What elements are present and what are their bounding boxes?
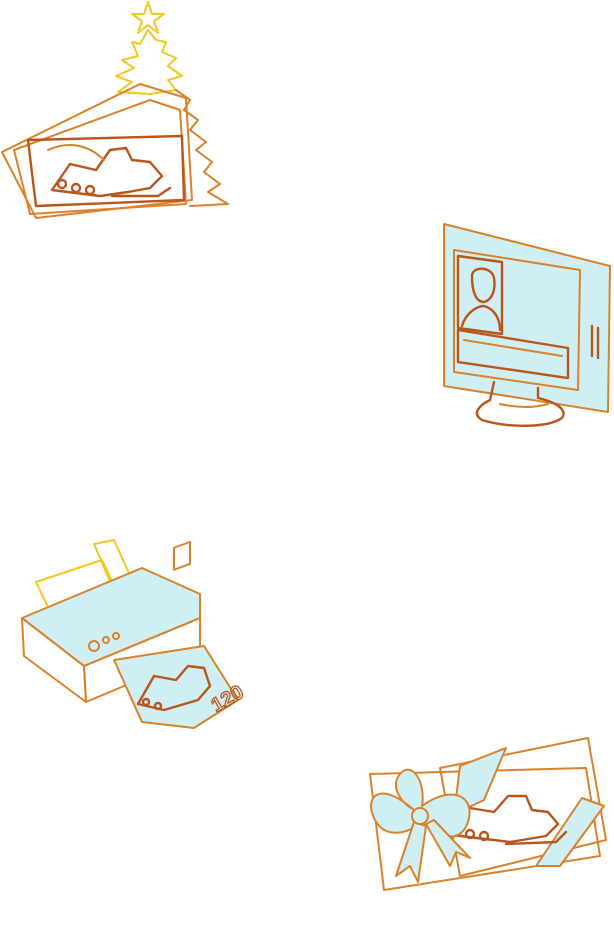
gift-envelope-with-bow-icon	[369, 737, 607, 891]
christmas-tree-with-snowmobile-cards-icon	[1, 1, 229, 219]
gift-voucher-illustration	[360, 726, 610, 906]
printer-illustration: 120	[14, 539, 252, 738]
computer-monitor-illustration	[438, 222, 614, 428]
monitor-with-portrait-icon	[443, 223, 611, 427]
christmas-tree-cards-illustration	[0, 0, 240, 222]
printer-printing-snowmobile-voucher-icon: 120	[21, 539, 248, 729]
